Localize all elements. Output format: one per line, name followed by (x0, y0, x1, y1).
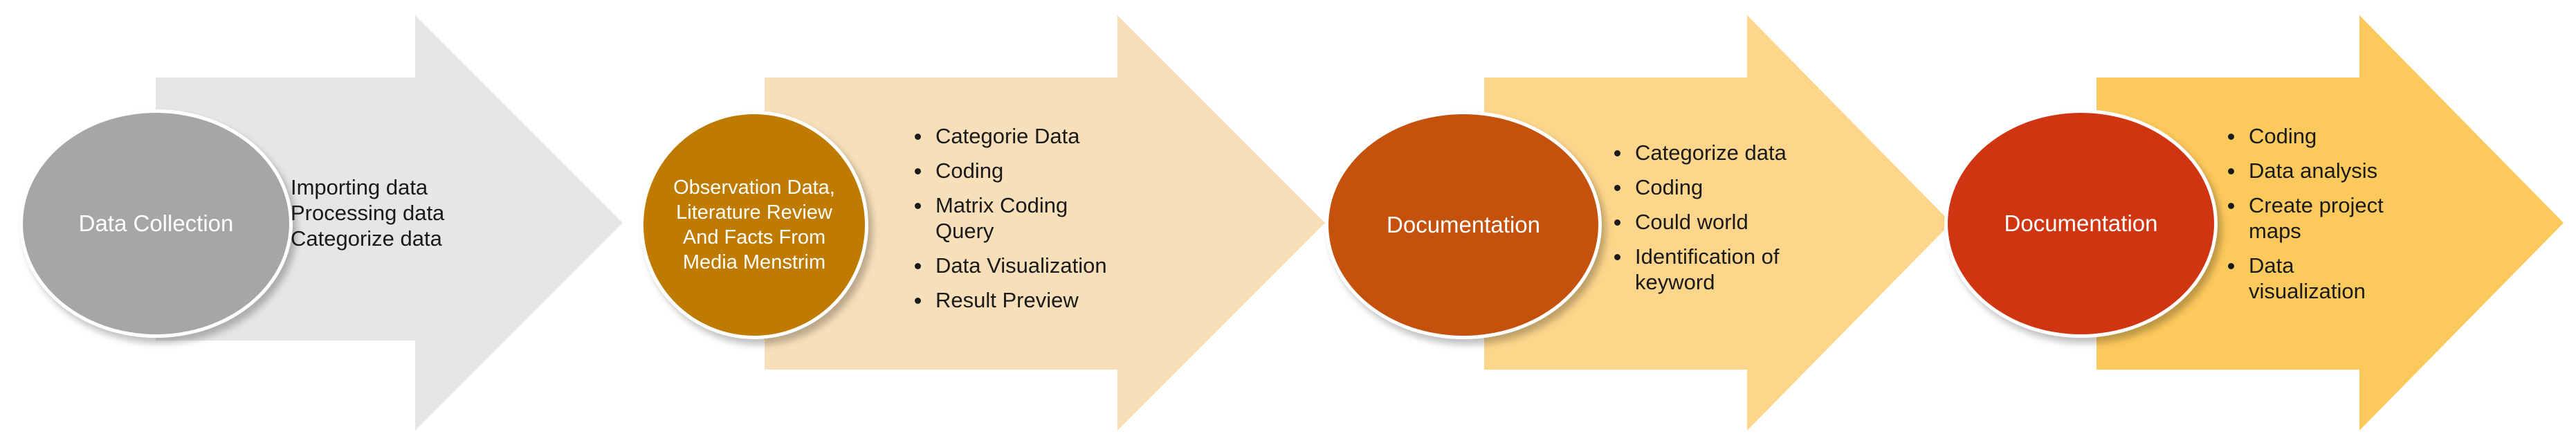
list-item: Result Preview (915, 287, 1122, 313)
bullet-icon (915, 203, 921, 209)
stage-1-list: Importing data Processing data Categoriz… (291, 174, 444, 251)
stage-1-circle: Data Collection (19, 109, 293, 338)
bullet-icon (1614, 254, 1620, 260)
list-item: Coding (1614, 174, 1836, 200)
list-item: Data visualization (2228, 253, 2415, 304)
bullet-icon (915, 263, 921, 269)
list-item: Matrix Coding Query (915, 192, 1122, 244)
list-item: Categorie Data (915, 123, 1122, 149)
stage-3-list: Categorize data Coding Could world Ident… (1614, 140, 1836, 304)
bullet-icon (915, 298, 921, 304)
bullet-icon (915, 134, 921, 140)
bullet-icon (1614, 219, 1620, 226)
list-item: Importing data (291, 175, 428, 199)
stage-4-list: Coding Data analysis Create project maps… (2228, 123, 2415, 313)
stage-2-title: Observation Data, Literature Review And … (673, 177, 835, 273)
bullet-icon (2228, 203, 2234, 209)
stage-4-circle: Documentation (1944, 109, 2218, 338)
stage-1-title: Data Collection (78, 210, 234, 236)
list-item: Categorize data (291, 226, 442, 251)
list-item: Data Visualization (915, 253, 1122, 278)
bullet-icon (2228, 263, 2234, 269)
list-item: Coding (2228, 123, 2415, 149)
bullet-icon (1614, 150, 1620, 156)
bullet-icon (915, 168, 921, 174)
list-item: Identification of keyword (1614, 244, 1836, 295)
stage-4-title: Documentation (2004, 210, 2158, 236)
list-item: Could world (1614, 209, 1836, 235)
list-item: Create project maps (2228, 192, 2415, 244)
list-item: Categorize data (1614, 140, 1836, 165)
list-item: Processing data (291, 201, 445, 225)
list-item: Coding (915, 158, 1122, 183)
bullet-icon (2228, 168, 2234, 174)
stage-2-circle: Observation Data, Literature Review And … (640, 111, 868, 339)
list-item: Data analysis (2228, 158, 2415, 183)
bullet-icon (2228, 134, 2234, 140)
stage-3-title: Documentation (1387, 212, 1540, 237)
stage-3-circle: Documentation (1325, 111, 1602, 339)
stage-2-list: Categorie Data Coding Matrix Coding Quer… (915, 123, 1122, 322)
bullet-icon (1614, 185, 1620, 191)
